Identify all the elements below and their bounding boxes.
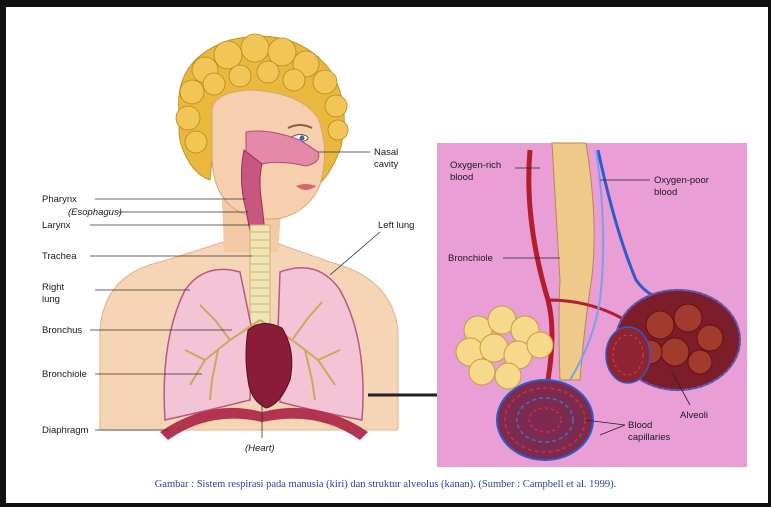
label-diaphragm: Diaphragm [42,425,89,436]
label-heart: (Heart) [245,443,275,454]
label-left-lung: Left lung [378,220,414,231]
alveoli-cluster-red-2 [606,327,650,383]
label-bronchiole-detail: Bronchiole [448,253,493,264]
trachea [250,225,270,325]
label-bronchus: Bronchus [42,325,82,336]
label-bronchiole: Bronchiole [42,369,87,380]
label-esophagus: (Esophagus) [68,207,122,218]
label-pharynx: Pharynx [42,194,77,205]
label-trachea: Trachea [42,251,77,262]
capillary-net-left [497,380,593,460]
figure-caption: Gambar : Sistem respirasi pada manusia (… [0,479,771,490]
label-larynx: Larynx [42,220,71,231]
label-alveoli: Alveoli [680,410,708,421]
